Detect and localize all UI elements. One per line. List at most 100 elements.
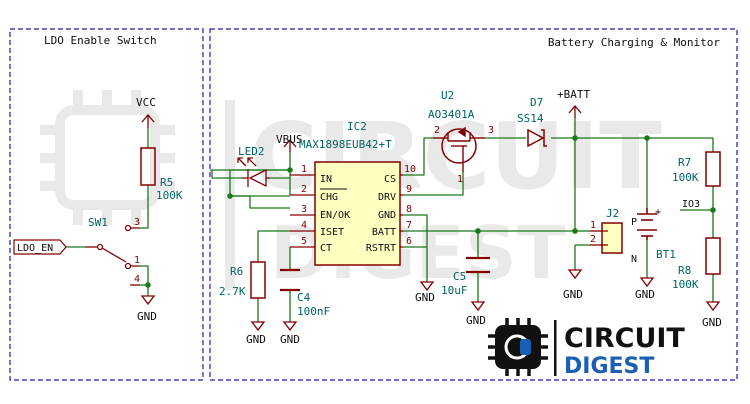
ldo-en-label: LDO_EN [17,243,53,254]
u2-pin3: 3 [488,125,494,136]
ic2-pin-name-en-ok: EN/OK [320,210,350,221]
batt-label: +BATT [557,88,590,101]
logo-line2: DIGEST [564,354,654,379]
circuit-digest-logo: CIRCUIT DIGEST [488,318,685,379]
wires [66,118,714,322]
ic2-pin-9: 9 [406,184,412,195]
gnd-label-r8: GND [702,316,722,329]
logo-line1: CIRCUIT [564,323,685,354]
ic2-pin-5: 5 [301,236,307,247]
switch-sw1: SW1 3 1 4 [85,216,140,286]
u2-ref: U2 [441,89,454,102]
ic2-pin-3: 3 [301,204,307,215]
c5-ref: C5 [453,270,466,283]
logo-chip-icon [488,318,548,376]
resistor-r7: R7 100K [672,151,721,187]
gnd-symbol-bt1: GND [635,277,655,301]
bt1-ref: BT1 [656,248,676,261]
ic2-pin-6: 6 [406,236,412,247]
vcc-label: VCC [136,96,156,109]
section-title-battery: Battery Charging & Monitor [548,36,721,49]
watermark-chip-icon [40,90,175,225]
resistor-r8: R8 100K [672,237,721,291]
vcc-power-symbol: VCC [136,96,156,128]
io3-label: IO3 [682,199,700,210]
ic2-body [314,161,401,266]
ic2-pin-name-in: IN [320,174,332,185]
ic2-value: MAX1898EUB42+T [299,138,392,151]
r5-ref: R5 [160,176,173,189]
c4-ref: C4 [297,291,311,304]
gnd-symbol-r8: GND [702,301,722,329]
ic2-pin-name-ct: CT [320,243,332,254]
net-label-io3: IO3 [682,199,700,210]
j2-ref: J2 [606,207,619,220]
junctions [145,135,716,288]
mosfet-u2: U2 AO3401A 2 3 1 [428,89,494,185]
gnd-symbol-c4: GND [280,321,300,346]
ic2-pin-name-chg: CHG [320,192,338,203]
section-title-ldo: LDO Enable Switch [44,34,157,47]
ic2-pin-name-rstrt: RSTRT [366,243,396,254]
u2-value: AO3401A [428,108,475,121]
bt1-pol-n: N [631,254,637,265]
gnd-label-bt1: GND [635,288,655,301]
sw1-pin4: 4 [134,274,140,285]
batt-power-symbol: +BATT [557,88,590,118]
connector-j2: J2 1 2 [590,207,623,254]
ic2-pin-name-cs: CS [384,174,396,185]
ic2-pin-name-batt: BATT [372,227,396,238]
resistor-r6: R6 2.7K [219,261,266,299]
d7-ref: D7 [530,96,543,109]
j2-pin1: 1 [590,220,596,231]
gnd-label-sw1: GND [137,310,157,323]
led2-ref: LED2 [238,145,265,158]
r7-value: 100K [672,171,699,184]
led-led2: LED2 [237,145,270,188]
sw1-pin1: 1 [134,255,140,266]
u2-pin2: 2 [434,125,440,136]
battery-frame [209,28,738,381]
r6-value: 2.7K [219,285,246,298]
sw1-pin3: 3 [134,217,140,228]
vbus-label: VBUS [276,133,303,146]
gnd-label-c4: GND [280,333,300,346]
gnd-label-j2: GND [563,288,583,301]
ic2-ref: IC2 [347,120,367,133]
gnd-symbol-sw1: GND [137,295,157,323]
vbus-power-symbol: VBUS [276,133,303,152]
bt1-pol-p: P [631,217,637,228]
r7-ref: R7 [678,156,691,169]
ic2-pin-7: 7 [406,220,412,231]
d7-value: SS14 [517,112,544,125]
gnd-symbol-r6: GND [246,321,266,346]
ic2-pin-2: 2 [301,184,307,195]
capacitor-c4: C4 100nF [280,268,330,318]
ic2-pin-10: 10 [404,164,416,175]
c5-value: 10uF [441,284,468,297]
ldo-switch-frame [9,28,204,381]
ic2-pin-4: 4 [301,220,307,231]
gnd-symbol-ic2: GND [415,281,435,304]
r6-ref: R6 [230,265,243,278]
r8-value: 100K [672,278,699,291]
gnd-symbol-c5: GND [466,301,486,327]
c4-value: 100nF [297,305,330,318]
ic2-pin-name-drv: DRV [378,192,396,203]
gnd-label-c5: GND [466,314,486,327]
diode-d7: D7 SS14 [517,96,547,148]
net-label-ldo-en: LDO_EN [13,239,67,255]
ic2-pin-name-iset: ISET [320,227,344,238]
ic2-pin-8: 8 [406,204,412,215]
r8-ref: R8 [678,264,691,277]
capacitor-c5: C5 10uF [441,256,490,297]
ic2-pin-1: 1 [301,164,307,175]
r5-value: 100K [156,189,183,202]
resistor-r5: R5 100K [140,147,183,202]
gnd-symbol-j2: GND [563,269,583,301]
battery-bt1: + P N BT1 [631,207,676,265]
ic-ic2: IC2 MAX1898EUB42+T 1 2 3 4 5 IN CHG EN/O… [290,120,416,266]
u2-pin1: 1 [457,174,463,185]
